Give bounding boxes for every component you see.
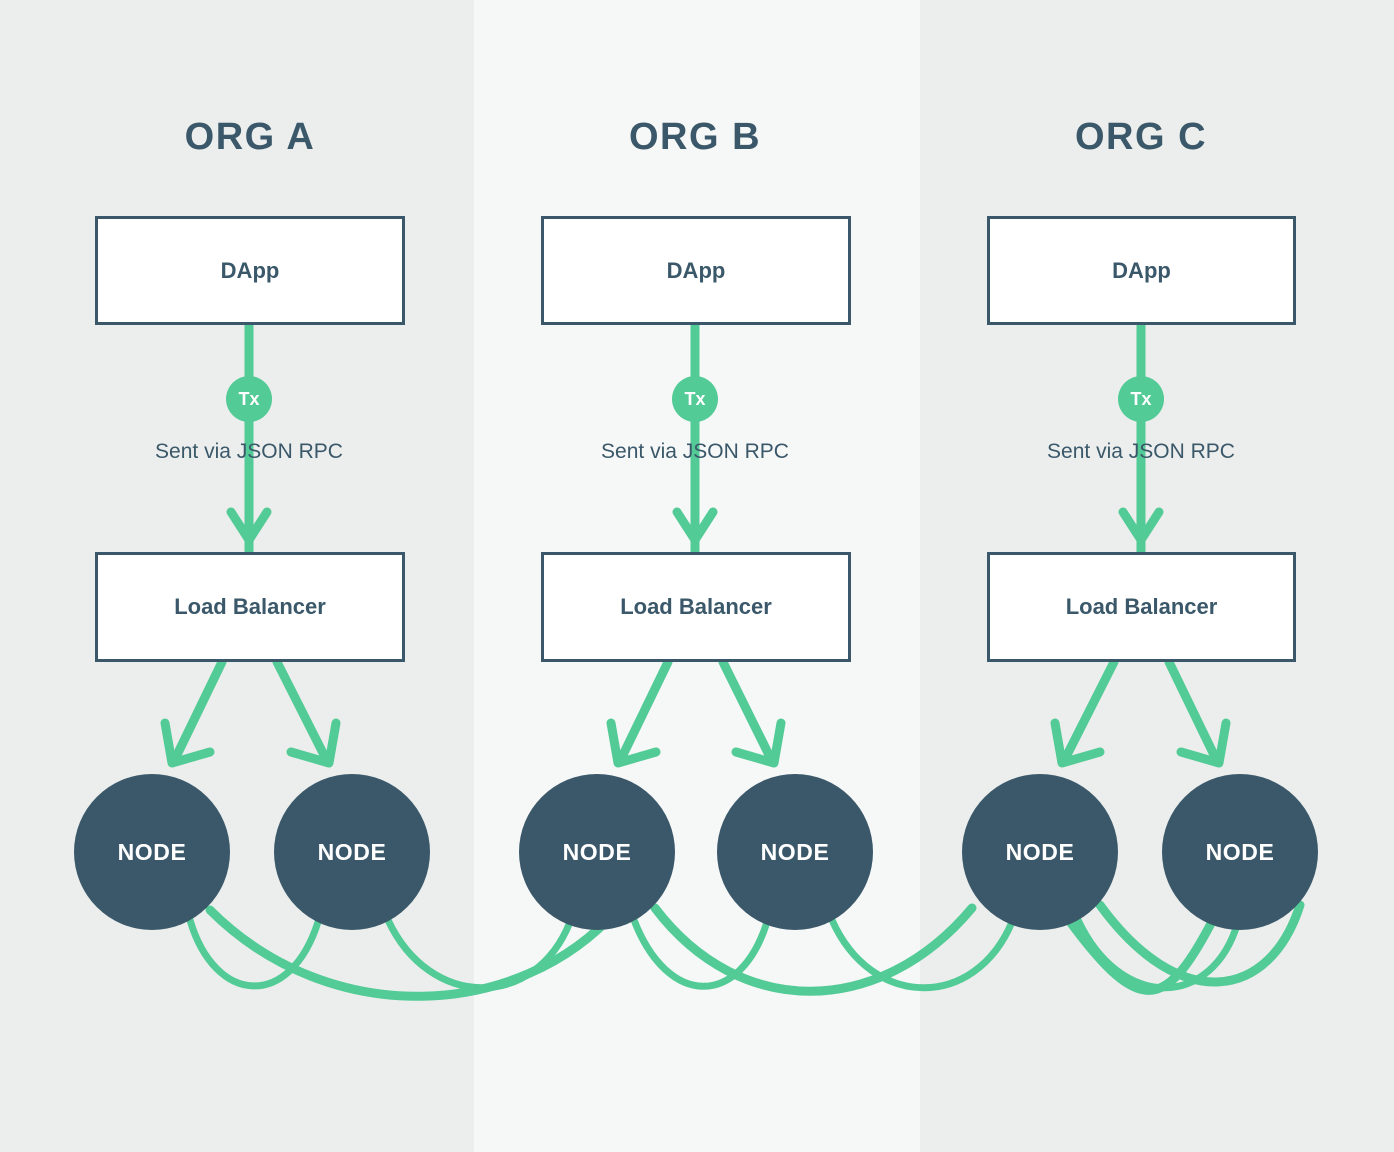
node-circle-b2[interactable]: NODE: [717, 774, 873, 930]
flow-arrow-org-c: [1118, 320, 1164, 557]
rpc-label-org-b: Sent via JSON RPC: [601, 440, 789, 463]
lb-to-node-arrows-org-c: [1050, 657, 1231, 768]
load-balancer-label-c: Load Balancer: [1065, 594, 1218, 619]
tx-badge-org-c[interactable]: Tx: [1118, 376, 1164, 422]
tx-badge-org-b[interactable]: Tx: [672, 376, 718, 422]
peer-link-curves: [186, 900, 1305, 1001]
load-balancer-box-org-a[interactable]: Load Balancer: [95, 552, 405, 662]
dapp-label-c: DApp: [1112, 257, 1171, 283]
dapp-label-a: DApp: [220, 257, 280, 283]
lb-to-node-arrows-org-b: [606, 657, 786, 768]
node-circle-c2[interactable]: NODE: [1162, 774, 1318, 930]
org-title-b: ORG B: [628, 116, 762, 158]
tx-badge-label-a: Tx: [238, 388, 260, 409]
node-label-b2: NODE: [760, 838, 830, 865]
dapp-box-org-c[interactable]: DApp: [987, 216, 1296, 325]
load-balancer-box-org-c[interactable]: Load Balancer: [987, 552, 1296, 662]
tx-badge-label-b: Tx: [684, 388, 706, 409]
node-circle-b1[interactable]: NODE: [519, 774, 675, 930]
org-title-c: ORG C: [1074, 116, 1208, 158]
org-title-a: ORG A: [184, 116, 316, 158]
flow-arrow-org-b: [672, 320, 718, 557]
lb-to-node-arrows-org-a: [160, 657, 341, 768]
node-label-a1: NODE: [117, 838, 187, 865]
node-label-c1: NODE: [1005, 838, 1075, 865]
tx-badge-org-a[interactable]: Tx: [226, 376, 272, 422]
dapp-box-org-b[interactable]: DApp: [541, 216, 851, 325]
dapp-box-org-a[interactable]: DApp: [95, 216, 405, 325]
node-circle-a1[interactable]: NODE: [74, 774, 230, 930]
dapp-label-b: DApp: [666, 257, 726, 283]
load-balancer-label-a: Load Balancer: [174, 594, 326, 619]
flow-arrow-org-a: [226, 320, 272, 557]
node-circle-a2[interactable]: NODE: [274, 774, 430, 930]
node-label-b1: NODE: [562, 838, 632, 865]
rpc-label-org-c: Sent via JSON RPC: [1047, 440, 1235, 463]
rpc-label-org-a: Sent via JSON RPC: [155, 440, 343, 463]
tx-badge-label-c: Tx: [1130, 388, 1152, 409]
node-circle-c1[interactable]: NODE: [962, 774, 1118, 930]
node-label-a2: NODE: [317, 838, 387, 865]
load-balancer-box-org-b[interactable]: Load Balancer: [541, 552, 851, 662]
node-label-c2: NODE: [1205, 838, 1275, 865]
load-balancer-label-b: Load Balancer: [620, 594, 772, 619]
